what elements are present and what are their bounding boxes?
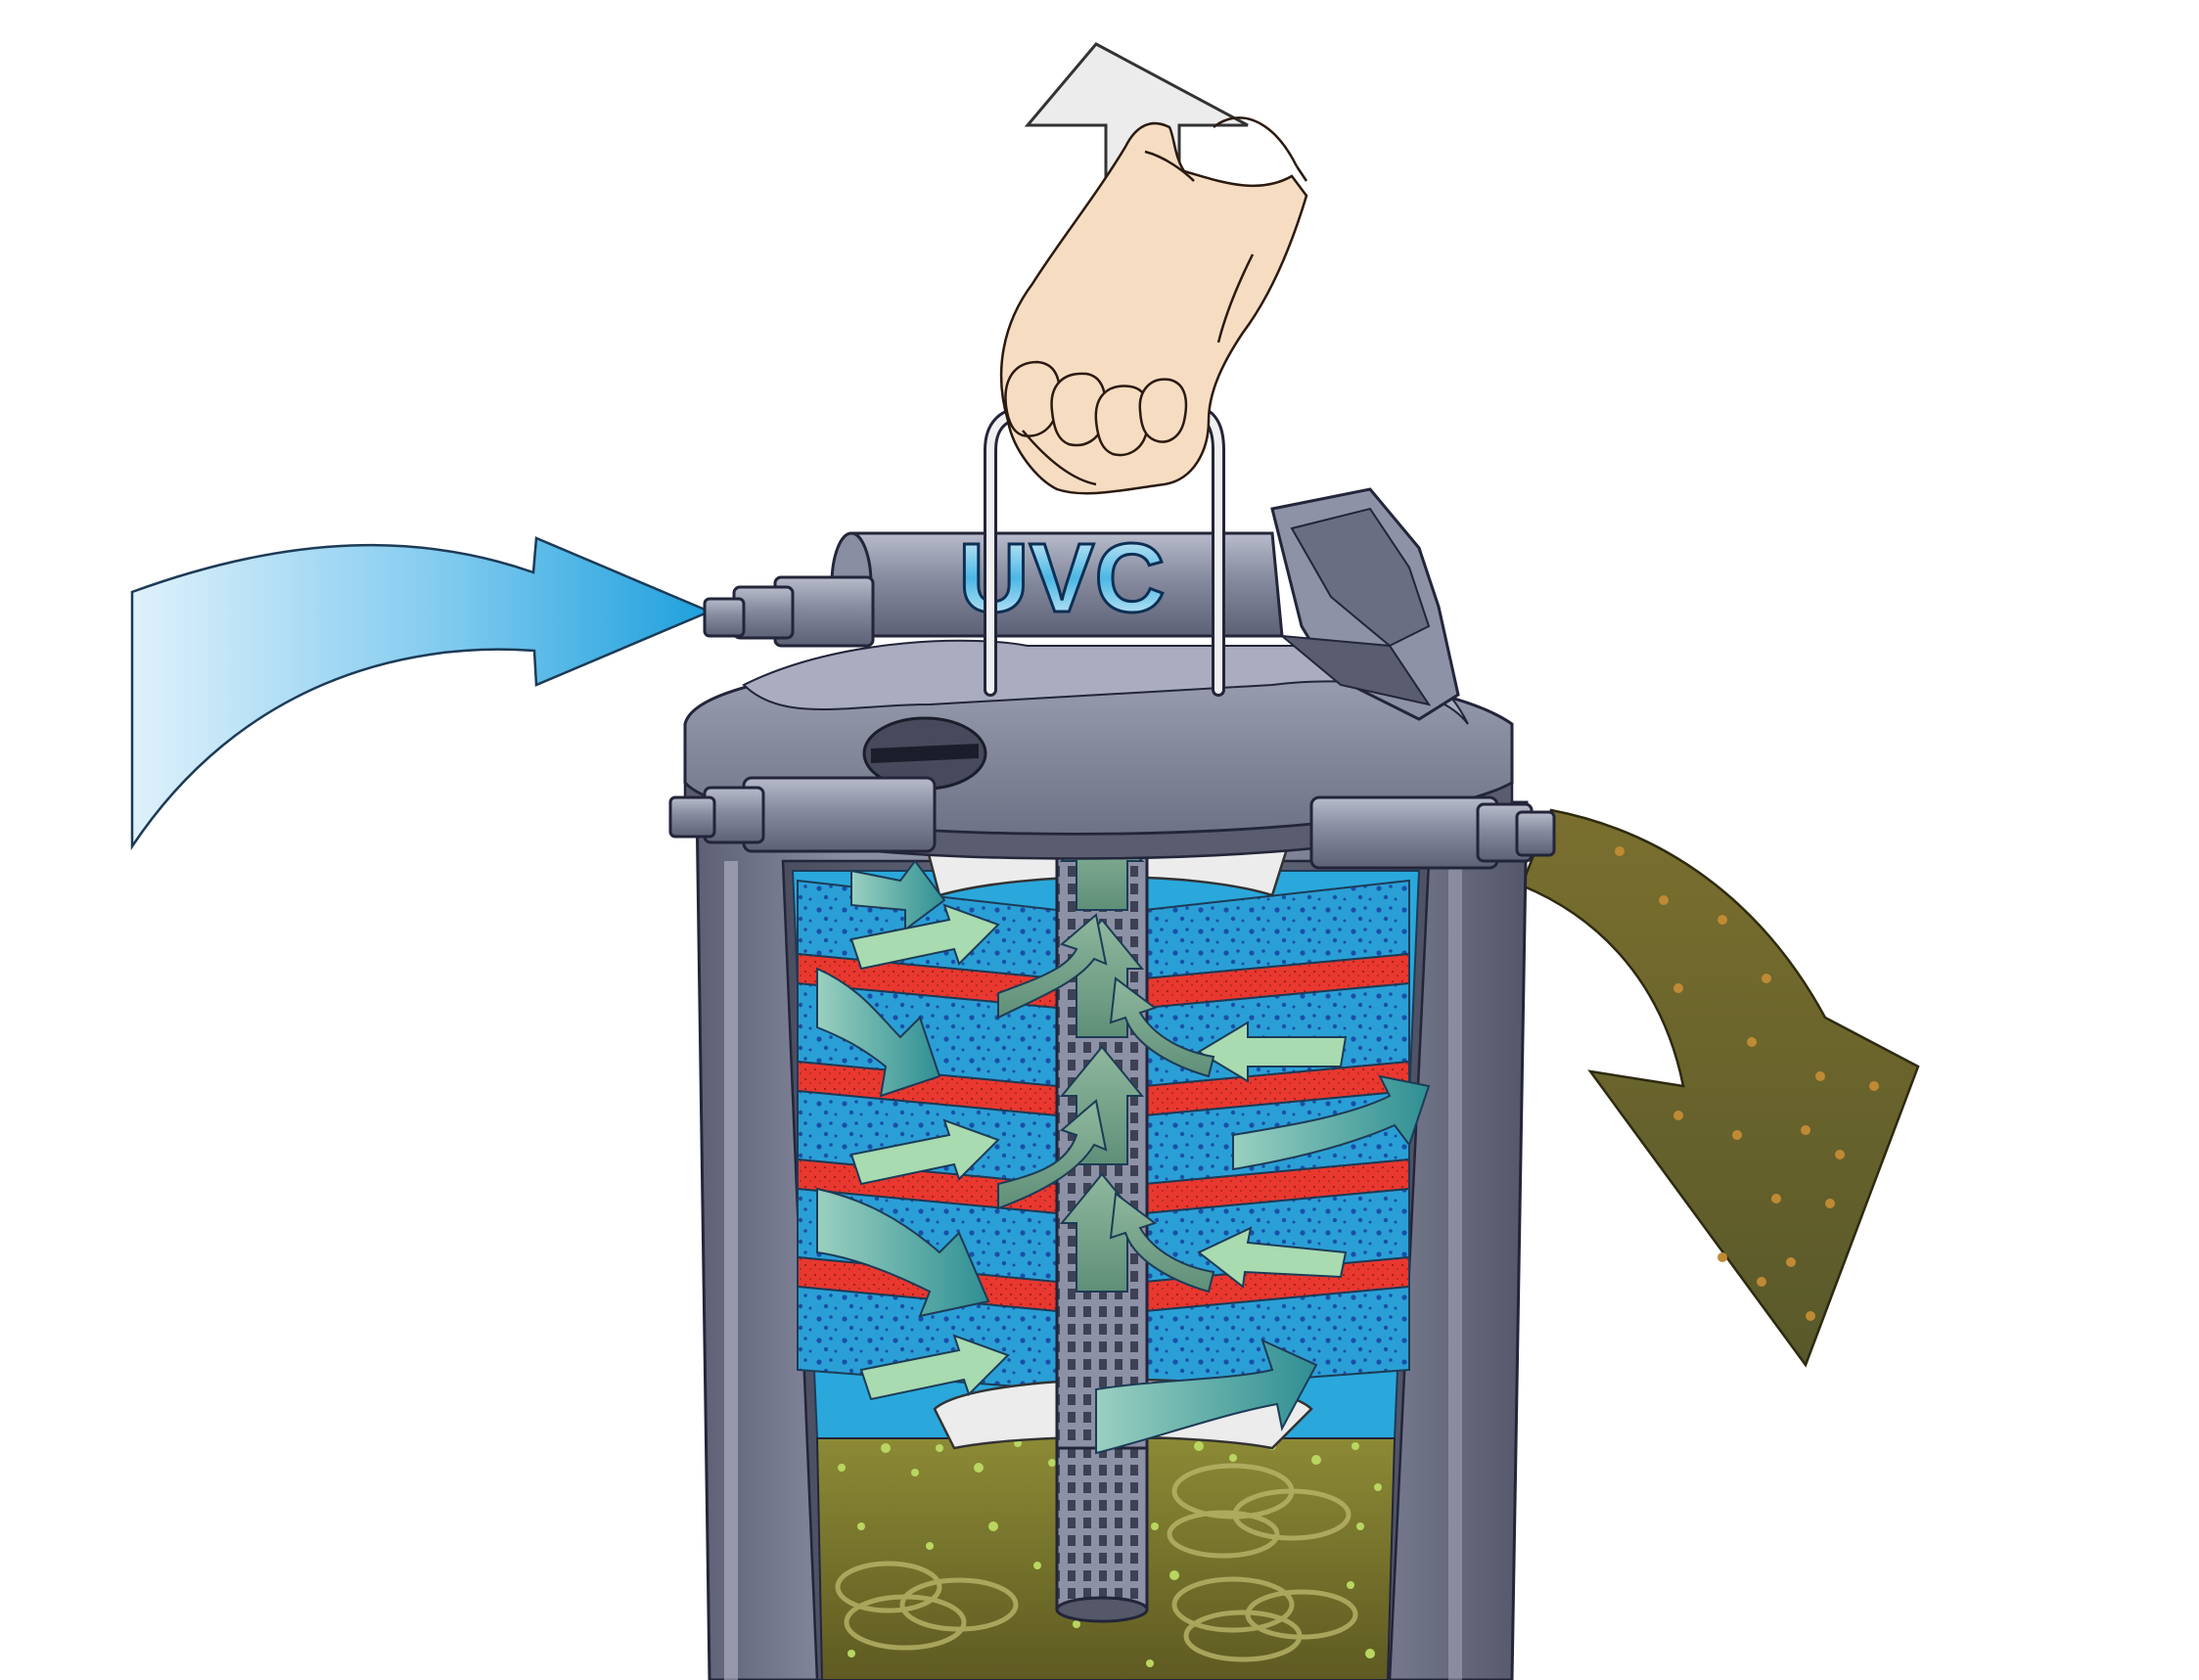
inlet-pipe [703, 575, 875, 648]
lid-screw-cap [862, 716, 987, 791]
water-flow-arrows [816, 776, 1431, 1455]
outlet-pipe [1309, 795, 1556, 870]
lower-left-connector [668, 776, 937, 853]
hand-icon [999, 116, 1308, 495]
outlet-flow-arrow [1520, 808, 1920, 1368]
inlet-flow-arrow [130, 536, 713, 851]
